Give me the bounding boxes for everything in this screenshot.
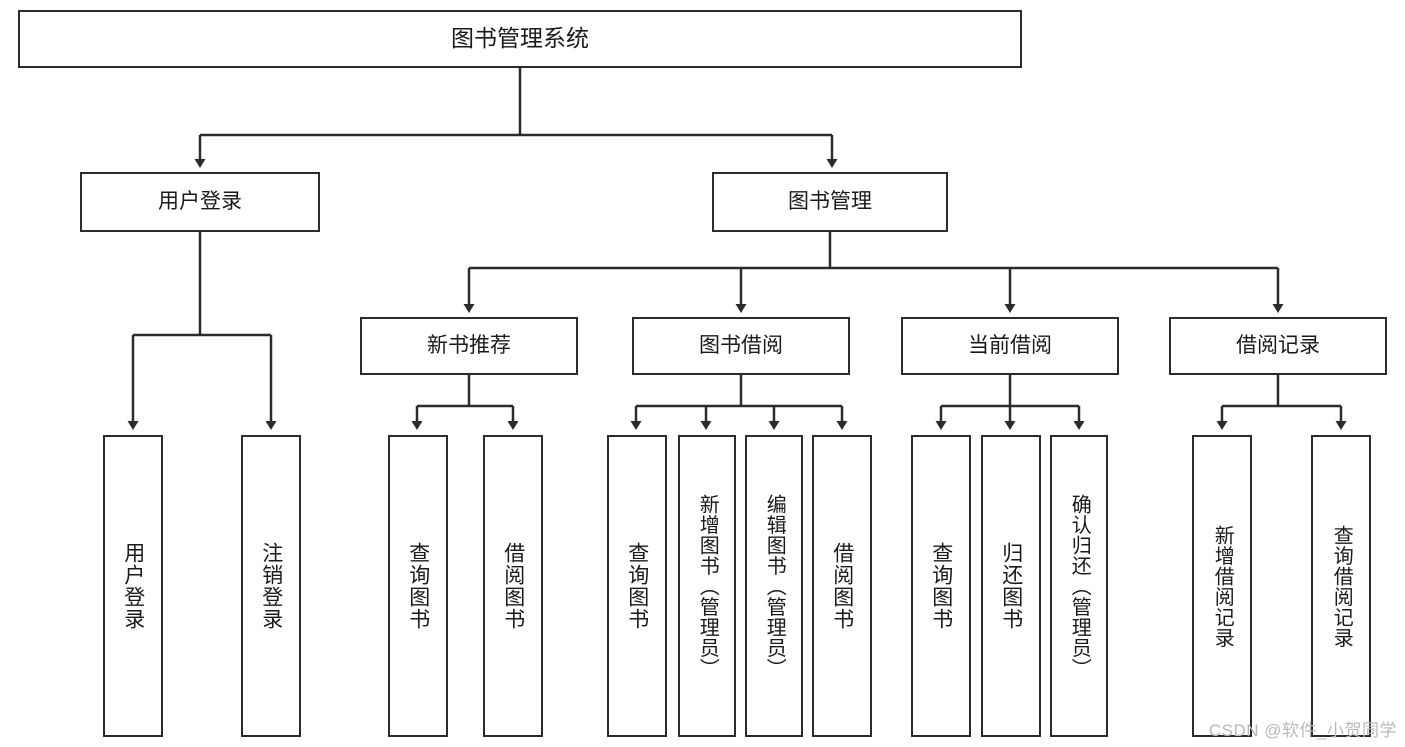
node-current-borrowing[interactable]: 当前借阅 bbox=[901, 317, 1119, 375]
node-leaf-return-book[interactable]: 归还图书 bbox=[981, 435, 1041, 737]
node-leaf-edit-book-admin[interactable]: 编辑图书（管理员） bbox=[745, 435, 803, 737]
node-root-book-management-system[interactable]: 图书管理系统 bbox=[18, 10, 1022, 68]
node-leaf-query-book-rec-label: 查询图书 bbox=[406, 542, 430, 630]
node-book-management[interactable]: 图书管理 bbox=[712, 172, 948, 232]
node-leaf-query-book-borrow-label: 查询图书 bbox=[625, 542, 649, 630]
csdn-watermark: CSDN @软件_小贺同学 bbox=[1208, 721, 1397, 740]
node-leaf-user-login[interactable]: 用户登录 bbox=[103, 435, 163, 737]
node-leaf-confirm-return-admin[interactable]: 确认归还（管理员） bbox=[1050, 435, 1108, 737]
node-leaf-logout-label: 注销登录 bbox=[259, 542, 283, 630]
node-leaf-add-borrow-record[interactable]: 新增借阅记录 bbox=[1192, 435, 1252, 737]
node-leaf-query-borrow-record[interactable]: 查询借阅记录 bbox=[1311, 435, 1371, 737]
node-leaf-add-book-admin-label: 新增图书（管理员） bbox=[696, 493, 719, 679]
node-leaf-confirm-return-admin-label: 确认归还（管理员） bbox=[1068, 493, 1091, 679]
node-leaf-user-login-label: 用户登录 bbox=[121, 542, 145, 630]
node-user-login-label: 用户登录 bbox=[158, 190, 242, 214]
node-borrowing-record-label: 借阅记录 bbox=[1236, 334, 1320, 358]
node-borrowing-record[interactable]: 借阅记录 bbox=[1169, 317, 1387, 375]
node-root-label: 图书管理系统 bbox=[451, 25, 589, 52]
node-leaf-add-borrow-record-label: 新增借阅记录 bbox=[1211, 524, 1234, 648]
node-leaf-borrow-book[interactable]: 借阅图书 bbox=[812, 435, 872, 737]
node-leaf-borrow-book-rec-label: 借阅图书 bbox=[501, 542, 525, 630]
node-leaf-return-book-label: 归还图书 bbox=[999, 542, 1023, 630]
node-leaf-borrow-book-label: 借阅图书 bbox=[830, 542, 854, 630]
node-leaf-edit-book-admin-label: 编辑图书（管理员） bbox=[763, 493, 786, 679]
node-leaf-query-book-current[interactable]: 查询图书 bbox=[911, 435, 971, 737]
node-new-book-recommendation[interactable]: 新书推荐 bbox=[360, 317, 578, 375]
node-current-borrowing-label: 当前借阅 bbox=[968, 334, 1052, 358]
node-new-book-recommendation-label: 新书推荐 bbox=[427, 334, 511, 358]
node-leaf-query-book-borrow[interactable]: 查询图书 bbox=[607, 435, 667, 737]
node-leaf-query-borrow-record-label: 查询借阅记录 bbox=[1330, 524, 1353, 648]
node-book-management-label: 图书管理 bbox=[788, 190, 872, 214]
node-book-borrowing[interactable]: 图书借阅 bbox=[632, 317, 850, 375]
node-leaf-add-book-admin[interactable]: 新增图书（管理员） bbox=[678, 435, 736, 737]
node-leaf-borrow-book-rec[interactable]: 借阅图书 bbox=[483, 435, 543, 737]
node-leaf-query-book-current-label: 查询图书 bbox=[929, 542, 953, 630]
node-leaf-logout[interactable]: 注销登录 bbox=[241, 435, 301, 737]
node-leaf-query-book-rec[interactable]: 查询图书 bbox=[388, 435, 448, 737]
node-user-login[interactable]: 用户登录 bbox=[80, 172, 320, 232]
node-book-borrowing-label: 图书借阅 bbox=[699, 334, 783, 358]
